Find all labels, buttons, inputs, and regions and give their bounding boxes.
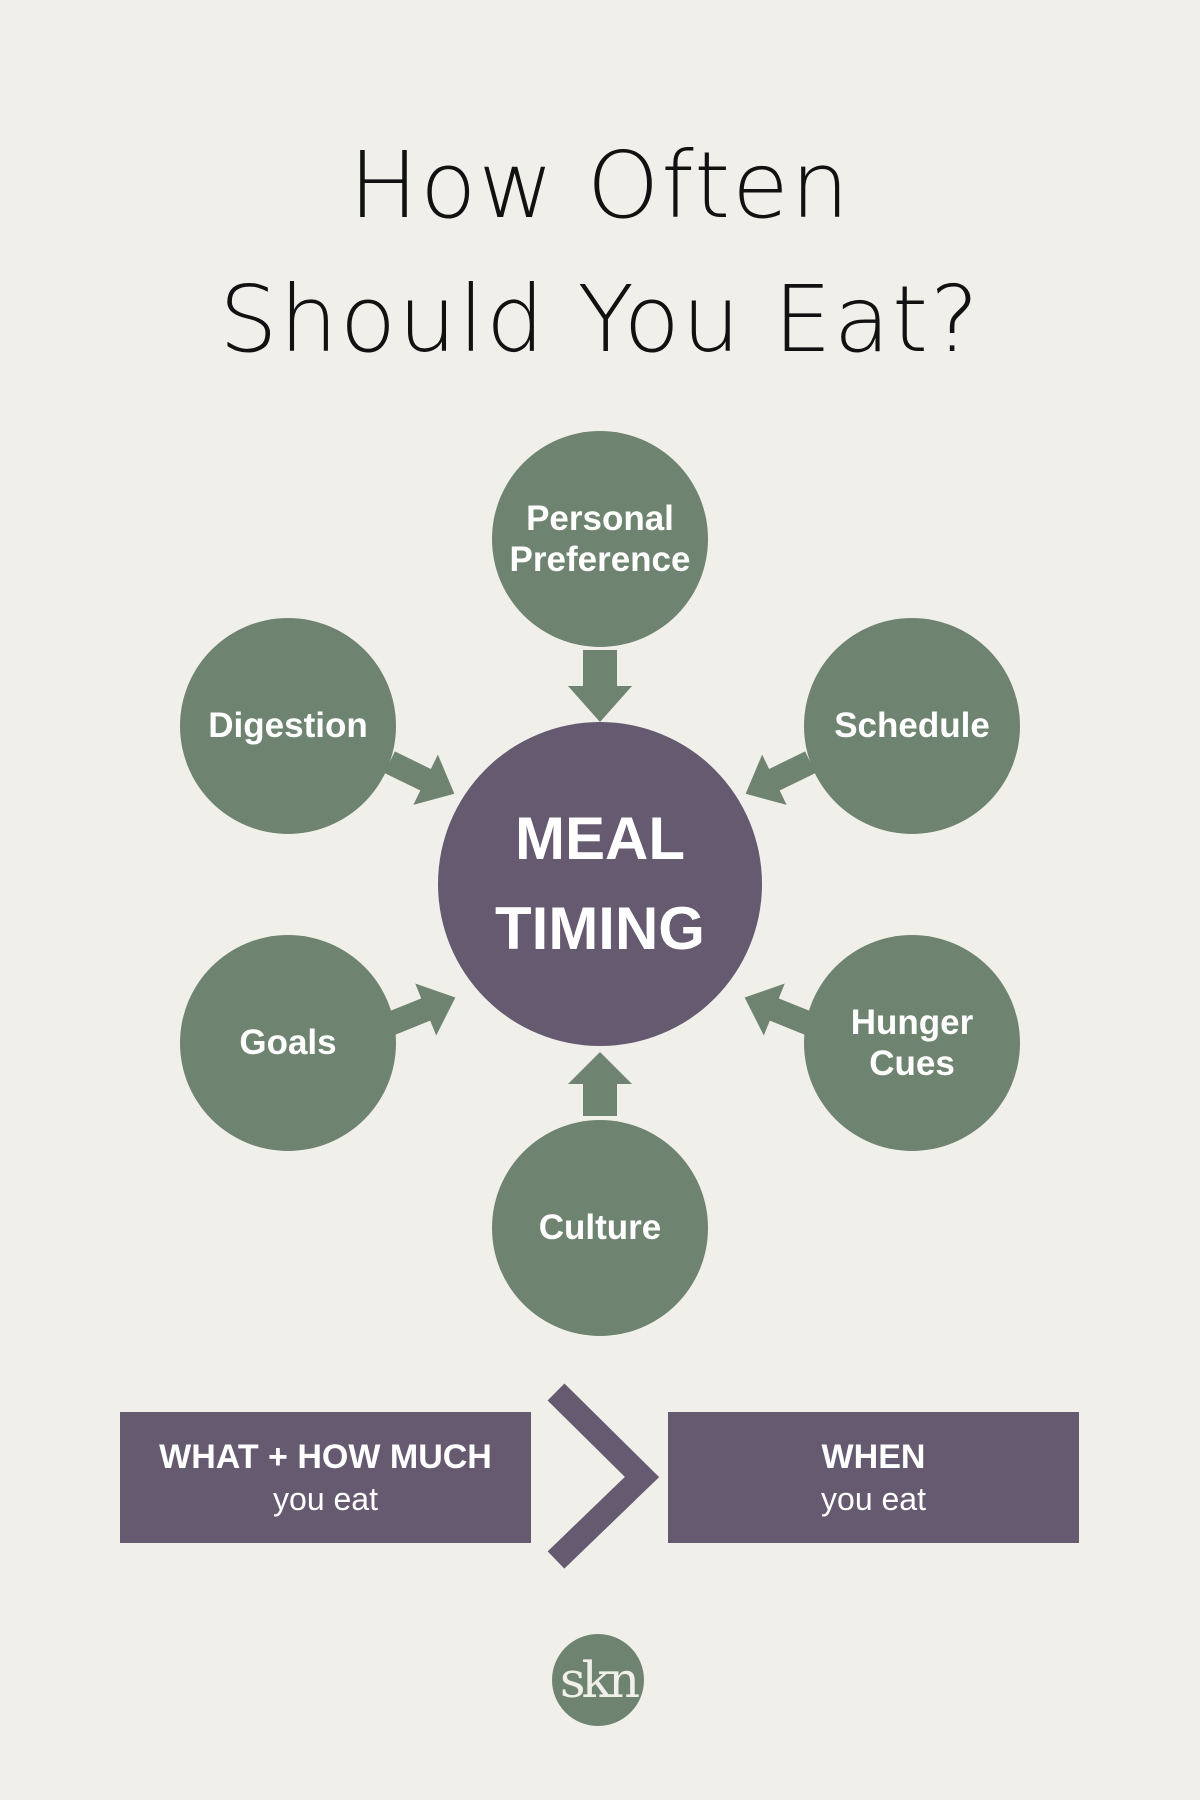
logo-text: skn — [559, 1651, 640, 1709]
hub-label-line-1: MEAL — [515, 805, 685, 872]
brand-logo: skn — [552, 1634, 644, 1726]
arrow-hunger-cues — [744, 983, 816, 1036]
factor-label: Culture — [538, 1208, 662, 1248]
factor-label: Cues — [869, 1044, 955, 1083]
factor-label: Goals — [239, 1023, 337, 1063]
greater-than-chevron — [547, 1383, 660, 1569]
box-left-main: WHAT + HOW MUCH — [159, 1437, 492, 1476]
arrow-digestion — [384, 751, 455, 805]
factor-digestion: Digestion — [180, 618, 396, 834]
factor-label: Personal — [526, 498, 674, 538]
factor-culture: Culture — [492, 1120, 708, 1336]
meal-timing-hub: MEAL TIMING — [438, 722, 762, 1046]
arrow-personal-preference — [568, 650, 632, 722]
when-box: WHEN you eat — [668, 1412, 1079, 1543]
arrow-schedule — [745, 751, 816, 805]
factor-goals: Goals — [180, 935, 396, 1151]
factor-label: Digestion — [208, 706, 368, 746]
factor-personal-preference: Personal Preference — [492, 431, 708, 647]
box-right-sub: you eat — [821, 1480, 926, 1517]
arrow-goals — [384, 983, 456, 1036]
factor-hunger-cues: Hunger Cues — [804, 935, 1020, 1151]
what-how-much-box: WHAT + HOW MUCH you eat — [120, 1412, 531, 1543]
factor-label: Hunger — [850, 1002, 974, 1042]
title-line-2: Should You Eat? — [219, 266, 981, 373]
factor-label: Schedule — [834, 706, 990, 746]
hub-label-line-2: TIMING — [495, 895, 705, 962]
title-line-1: How Often — [348, 132, 852, 239]
factor-label: Preference — [509, 540, 691, 579]
box-left-sub: you eat — [273, 1480, 378, 1517]
factor-schedule: Schedule — [804, 618, 1020, 834]
arrow-culture — [568, 1052, 632, 1116]
box-right-main: WHEN — [821, 1437, 926, 1476]
